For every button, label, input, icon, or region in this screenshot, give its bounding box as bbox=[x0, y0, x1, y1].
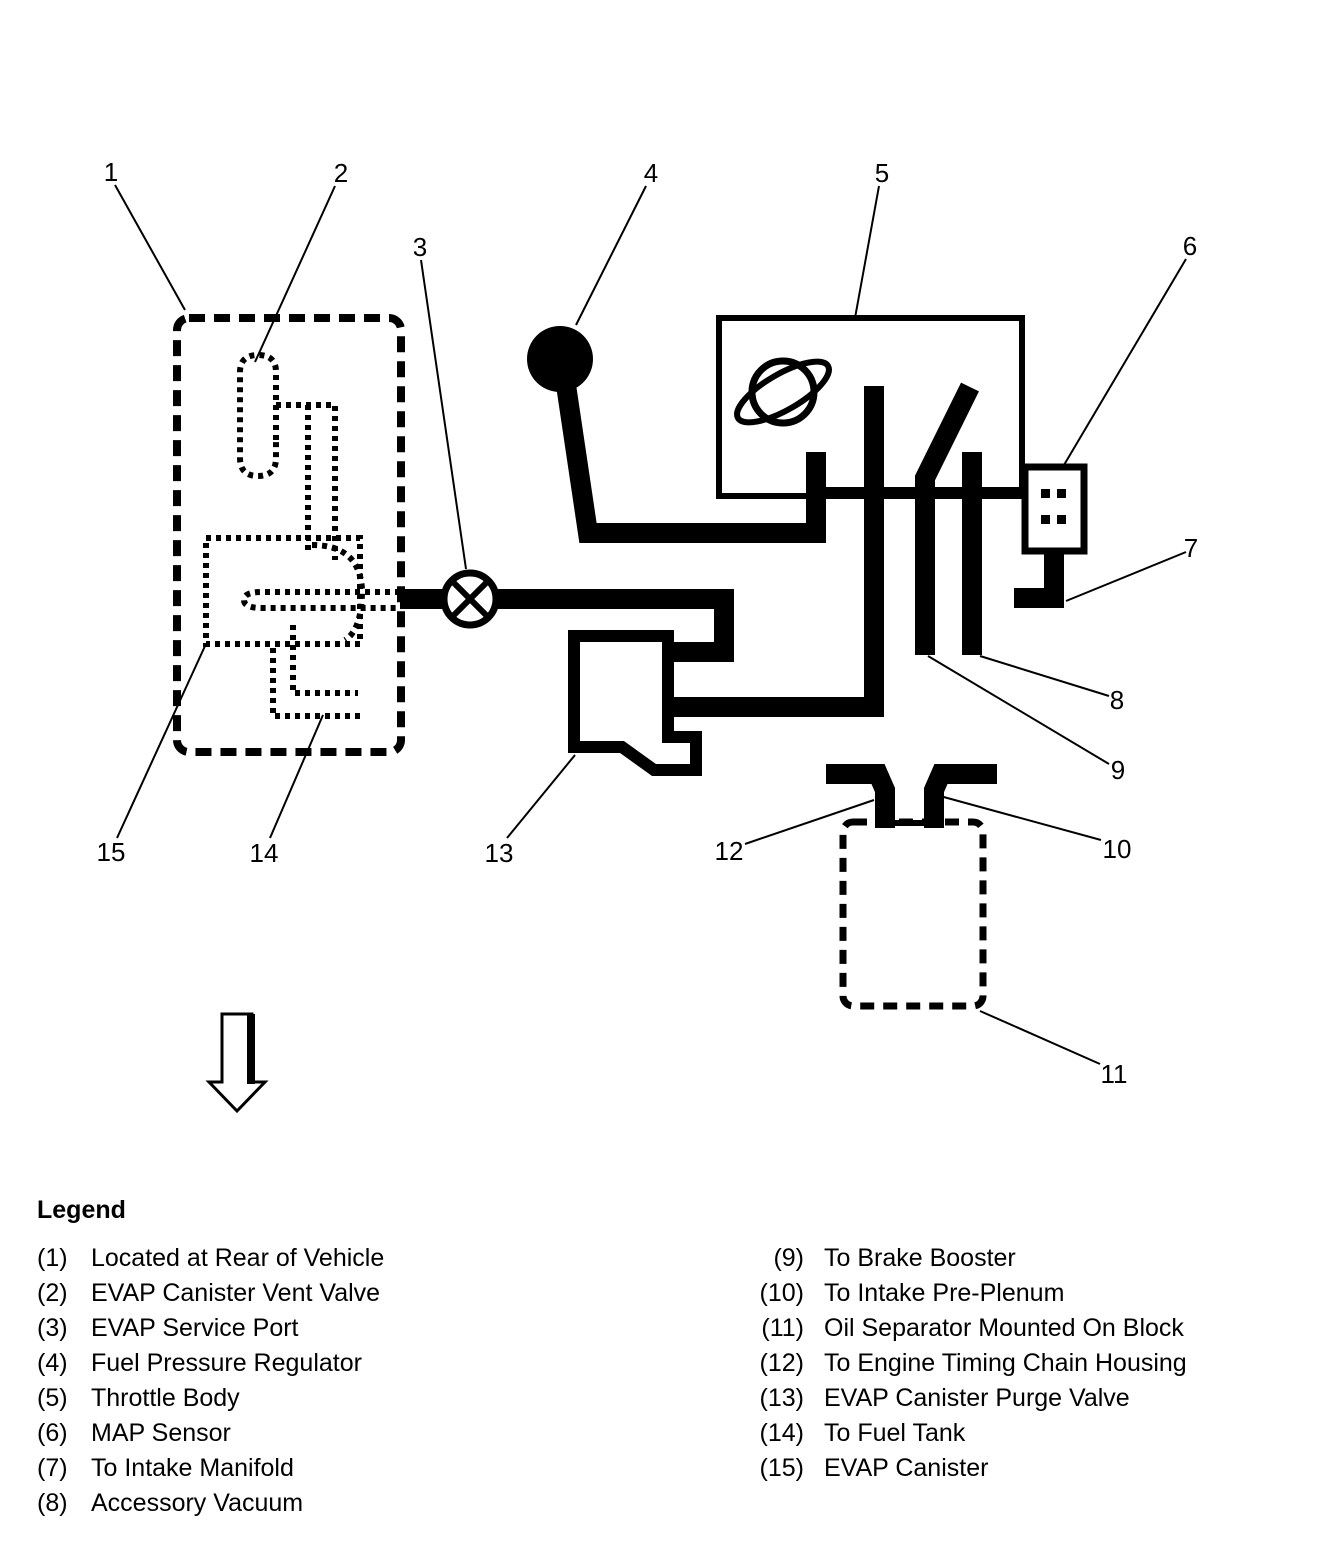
legend-number: (3) bbox=[37, 1314, 68, 1342]
callout-13: 13 bbox=[485, 838, 514, 868]
legend-item: (14) To Fuel Tank bbox=[752, 1419, 1312, 1454]
callout-1: 1 bbox=[104, 157, 118, 187]
legend-text: MAP Sensor bbox=[91, 1419, 231, 1447]
legend-item: (15) EVAP Canister bbox=[752, 1454, 1312, 1489]
legend-number: (4) bbox=[37, 1349, 68, 1377]
callout-6: 6 bbox=[1183, 231, 1197, 261]
callout-7: 7 bbox=[1184, 533, 1198, 563]
legend-number: (14) bbox=[759, 1419, 804, 1447]
legend-number: (13) bbox=[759, 1384, 804, 1412]
legend-text: To Intake Manifold bbox=[91, 1454, 294, 1482]
vent-valve-loop bbox=[237, 351, 279, 480]
legend-number: (11) bbox=[761, 1314, 804, 1342]
legend-item: (12) To Engine Timing Chain Housing bbox=[752, 1349, 1312, 1384]
legend-item: (5) Throttle Body bbox=[37, 1384, 557, 1419]
legend-item: (7) To Intake Manifold bbox=[37, 1454, 557, 1489]
service-port-to-purge-valve-line bbox=[496, 589, 734, 662]
callout-3: 3 bbox=[413, 232, 427, 262]
legend-text: EVAP Service Port bbox=[91, 1314, 299, 1342]
vent-valve-passage bbox=[276, 402, 338, 560]
fuel-pressure-regulator bbox=[527, 326, 593, 392]
legend-number: (7) bbox=[37, 1454, 68, 1482]
legend-number: (1) bbox=[37, 1244, 68, 1272]
legend-item: (11) Oil Separator Mounted On Block bbox=[752, 1314, 1312, 1349]
to-intake-manifold-line bbox=[1014, 551, 1064, 608]
callout-11: 11 bbox=[1101, 1059, 1128, 1089]
legend-text: Located at Rear of Vehicle bbox=[91, 1244, 385, 1272]
canister-purge-tube bbox=[240, 589, 400, 611]
legend-number: (6) bbox=[37, 1419, 68, 1447]
legend-text: Throttle Body bbox=[91, 1384, 240, 1412]
legend-item: (4) Fuel Pressure Regulator bbox=[37, 1349, 557, 1384]
legend-text: To Fuel Tank bbox=[824, 1419, 966, 1447]
evap-purge-valve bbox=[568, 630, 702, 776]
legend-number: (12) bbox=[759, 1349, 804, 1377]
legend-number: (2) bbox=[37, 1279, 68, 1307]
front-direction-arrow-icon bbox=[205, 1012, 269, 1114]
canister-flow-path bbox=[311, 542, 366, 643]
legend-item: (1) Located at Rear of Vehicle bbox=[37, 1244, 557, 1279]
callout-12: 12 bbox=[715, 836, 744, 866]
legend-right-column: (9) To Brake Booster (10) To Intake Pre-Pl… bbox=[752, 1244, 1312, 1489]
legend-number: (5) bbox=[37, 1384, 68, 1412]
evap-vacuum-diagram: 1 2 3 4 5 6 7 8 9 10 11 12 13 14 15 bbox=[97, 157, 1198, 1114]
legend-text: EVAP Canister bbox=[824, 1454, 989, 1482]
callout-9: 9 bbox=[1111, 755, 1125, 785]
legend-text: EVAP Canister Purge Valve bbox=[824, 1384, 1130, 1412]
legend-title: Legend bbox=[37, 1196, 126, 1224]
legend-text: To Intake Pre-Plenum bbox=[824, 1279, 1065, 1307]
legend-item: (10) To Intake Pre-Plenum bbox=[752, 1279, 1312, 1314]
legend-number: (9) bbox=[773, 1244, 804, 1272]
legend-item: (6) MAP Sensor bbox=[37, 1419, 557, 1454]
throttle-body bbox=[716, 315, 1025, 499]
callout-14: 14 bbox=[250, 838, 279, 868]
legend-text: Oil Separator Mounted On Block bbox=[824, 1314, 1184, 1342]
map-sensor bbox=[1021, 463, 1088, 555]
regulator-vacuum-line bbox=[556, 383, 826, 543]
callout-10: 10 bbox=[1103, 834, 1132, 864]
legend-number: (15) bbox=[759, 1454, 804, 1482]
leader-lines bbox=[114, 184, 1187, 1065]
evap-service-port bbox=[440, 569, 500, 629]
legend-number: (10) bbox=[759, 1279, 804, 1307]
legend-text: EVAP Canister Vent Valve bbox=[91, 1279, 381, 1307]
rear-of-vehicle-boundary bbox=[173, 314, 405, 756]
front-direction-arrow-shadow bbox=[247, 1014, 255, 1084]
brake-booster-line bbox=[915, 382, 979, 655]
throttle-body-icon bbox=[734, 357, 832, 427]
legend-text: To Engine Timing Chain Housing bbox=[824, 1349, 1187, 1377]
callout-5: 5 bbox=[875, 158, 889, 188]
legend-item: (8) Accessory Vacuum bbox=[37, 1489, 557, 1524]
pre-plenum-connection bbox=[924, 764, 997, 828]
legend-text: To Brake Booster bbox=[824, 1244, 1016, 1272]
legend-item: (9) To Brake Booster bbox=[752, 1244, 1312, 1279]
legend-item: (13) EVAP Canister Purge Valve bbox=[752, 1384, 1312, 1419]
legend-text: Fuel Pressure Regulator bbox=[91, 1349, 362, 1377]
oil-separator bbox=[839, 818, 987, 1010]
timing-chain-connection bbox=[826, 764, 895, 828]
callout-8: 8 bbox=[1110, 685, 1124, 715]
legend-number: (8) bbox=[37, 1489, 68, 1517]
callout-15: 15 bbox=[97, 837, 126, 867]
callout-2: 2 bbox=[334, 158, 348, 188]
to-fuel-tank-path bbox=[270, 625, 362, 719]
legend-item: (3) EVAP Service Port bbox=[37, 1314, 557, 1349]
legend-text: Accessory Vacuum bbox=[91, 1489, 304, 1517]
legend-left-column: (1) Located at Rear of Vehicle (2) EVAP Ca… bbox=[37, 1244, 557, 1524]
legend-item: (2) EVAP Canister Vent Valve bbox=[37, 1279, 557, 1314]
callout-4: 4 bbox=[644, 158, 658, 188]
